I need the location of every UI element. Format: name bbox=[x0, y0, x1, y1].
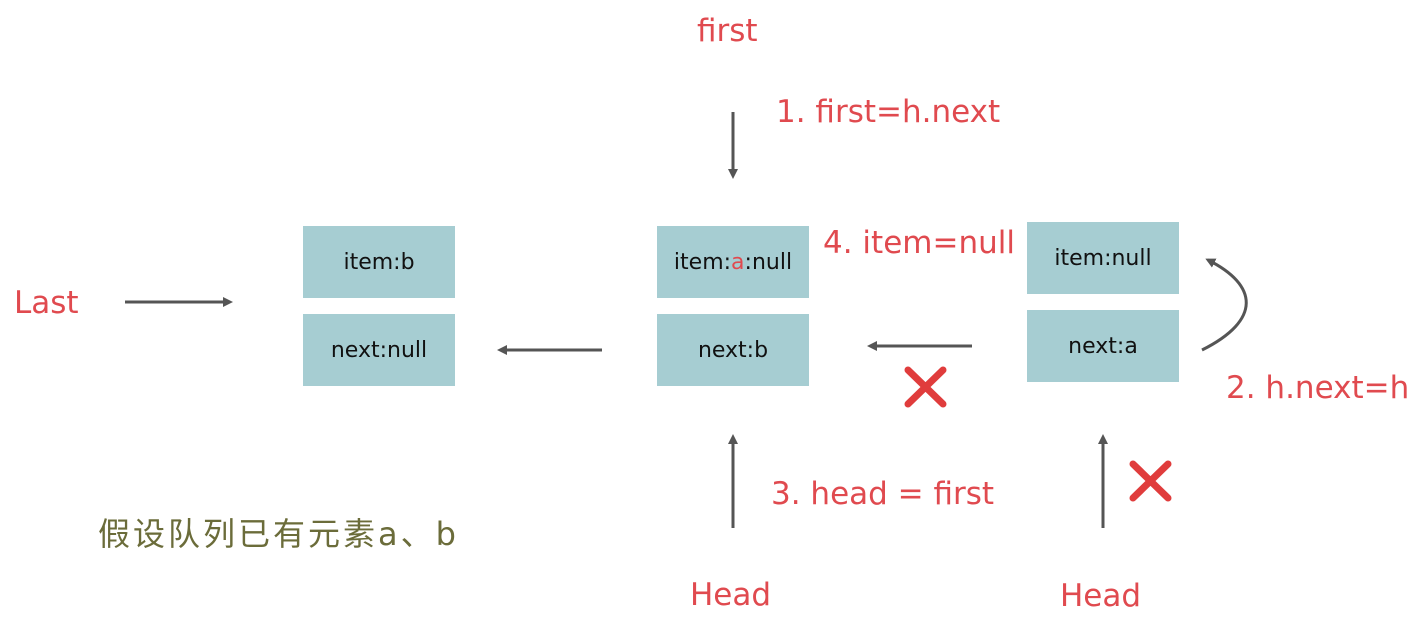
cross-mark-old-head bbox=[1129, 460, 1172, 502]
node-b-next: next:null bbox=[303, 314, 455, 386]
assumption-note: 假设队列已有元素a、b bbox=[98, 515, 459, 553]
node-h-item-text: item:null bbox=[1054, 245, 1152, 271]
label-last: Last bbox=[14, 285, 79, 321]
node-h-item: item:null bbox=[1027, 222, 1179, 294]
label-step-1: 1. first=h.next bbox=[776, 94, 1001, 130]
node-b-next-text: next:null bbox=[330, 337, 428, 363]
node-a-item: item:a:null bbox=[657, 226, 809, 298]
node-h-next: next:a bbox=[1027, 310, 1179, 382]
label-step-4: 4. item=null bbox=[823, 225, 1015, 261]
node-a-item-suffix: :null bbox=[744, 249, 793, 275]
node-a-item-prefix: item: bbox=[673, 249, 732, 275]
label-head-old: Head bbox=[1060, 578, 1142, 614]
cross-mark-link bbox=[904, 366, 947, 408]
label-head-new: Head bbox=[690, 577, 772, 613]
node-h-next-text: next:a bbox=[1068, 333, 1138, 359]
label-first: first bbox=[697, 13, 758, 49]
node-a-next-text: next:b bbox=[697, 337, 769, 363]
label-step-2: 2. h.next=h bbox=[1226, 370, 1410, 406]
arrow-self-loop-h bbox=[1201, 258, 1248, 352]
node-b-item: item:b bbox=[303, 226, 455, 298]
node-a-next: next:b bbox=[657, 314, 809, 386]
node-a-item-text: item:a:null bbox=[674, 250, 792, 275]
label-step-3: 3. head = first bbox=[771, 476, 995, 512]
node-a-item-old-value: a bbox=[731, 249, 745, 275]
node-b-item-text: item:b bbox=[343, 249, 415, 275]
